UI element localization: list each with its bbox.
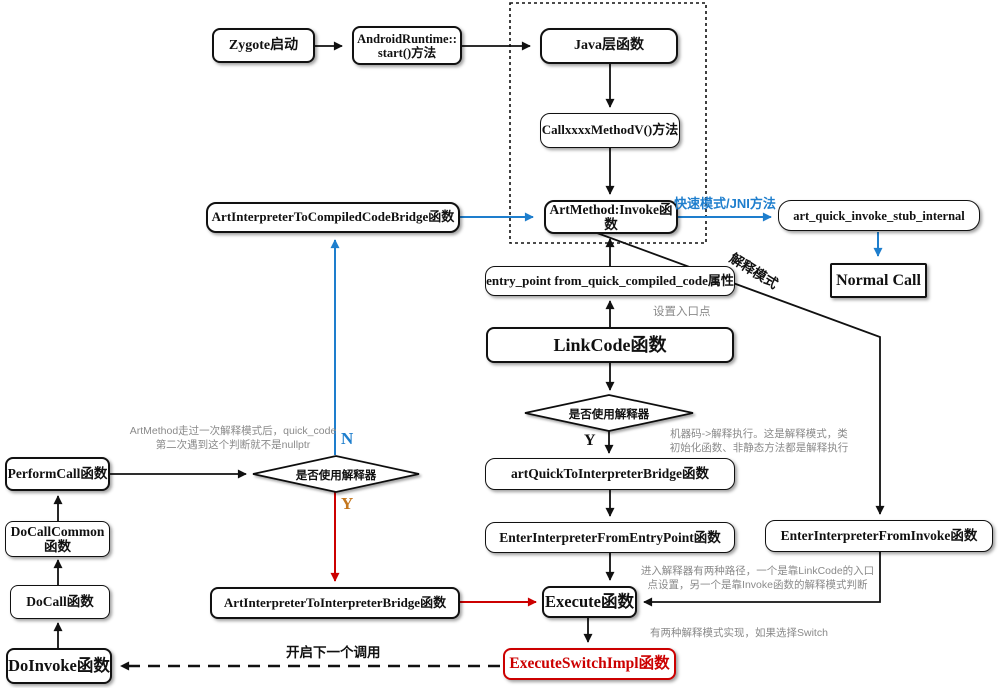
edge-label-set-entry-point: 设置入口点 (653, 306, 711, 318)
node-docallcommon: DoCallCommon 函数 (5, 521, 110, 557)
branch-yes-center: Y (584, 432, 596, 449)
node-callxxxxmethodv: CallxxxxMethodV()方法 (540, 113, 680, 148)
node-zygote-start: Zygote启动 (212, 28, 315, 63)
decision-diamond-left (252, 455, 420, 493)
edge-label-fast-mode-jni: 快速模式/JNI方法 (674, 196, 776, 211)
node-art-quick-invoke-stub-internal: art_quick_invoke_stub_internal (778, 200, 980, 231)
node-android-runtime-start: AndroidRuntime:: start()方法 (352, 26, 462, 65)
node-art-interpreter-to-compiled-code-bridge: ArtInterpreterToCompiledCodeBridge函数 (206, 202, 460, 233)
node-performcall: PerformCall函数 (5, 457, 110, 491)
decision-diamond-center (524, 394, 694, 432)
branch-yes-left: Y (341, 494, 354, 513)
annotation-two-impls: 有两种解释模式实现，如果选择Switch (650, 627, 828, 639)
decision-label-center: 是否使用解释器 (568, 409, 650, 421)
node-art-interpreter-to-interpreter-bridge: ArtInterpreterToInterpreterBridge函数 (210, 587, 460, 619)
node-enterinterpreterfromentrypoint: EnterInterpreterFromEntryPoint函数 (485, 522, 735, 553)
annotation-two-paths: 进入解释器有两种路径，一个是靠LinkCode的入口 点设置，另一个是靠Invo… (640, 565, 875, 591)
annotation-machine-code: 机器码->解释执行。这是解释模式，类 初始化函数、非静态方法都是解释执行 (669, 428, 849, 454)
edge-label-next-call: 开启下一个调用 (286, 645, 381, 660)
node-executeswitchimpl: ExecuteSwitchImpl函数 (503, 648, 676, 680)
node-java-layer-function: Java层函数 (540, 28, 678, 64)
annotation-quick-code: ArtMethod走过一次解释模式后，quick_code 第二次遇到这个判断就… (129, 425, 337, 451)
node-artquicktointerpreterbridge: artQuickToInterpreterBridge函数 (485, 458, 735, 490)
node-docall: DoCall函数 (10, 585, 110, 619)
node-normal-call: Normal Call (830, 263, 927, 298)
branch-no-left: N (341, 429, 354, 448)
node-doinvoke: DoInvoke函数 (6, 648, 112, 684)
node-entry-point-attribute: entry_point from_quick_compiled_code属性 (485, 266, 735, 296)
decision-label-left: 是否使用解释器 (295, 470, 377, 482)
node-execute-function: Execute函数 (542, 586, 637, 618)
node-artmethod-invoke: ArtMethod:Invoke函数 (544, 200, 678, 234)
node-linkcode-function: LinkCode函数 (486, 327, 734, 363)
node-enterinterpreterfrominvoke: EnterInterpreterFromInvoke函数 (765, 520, 993, 552)
